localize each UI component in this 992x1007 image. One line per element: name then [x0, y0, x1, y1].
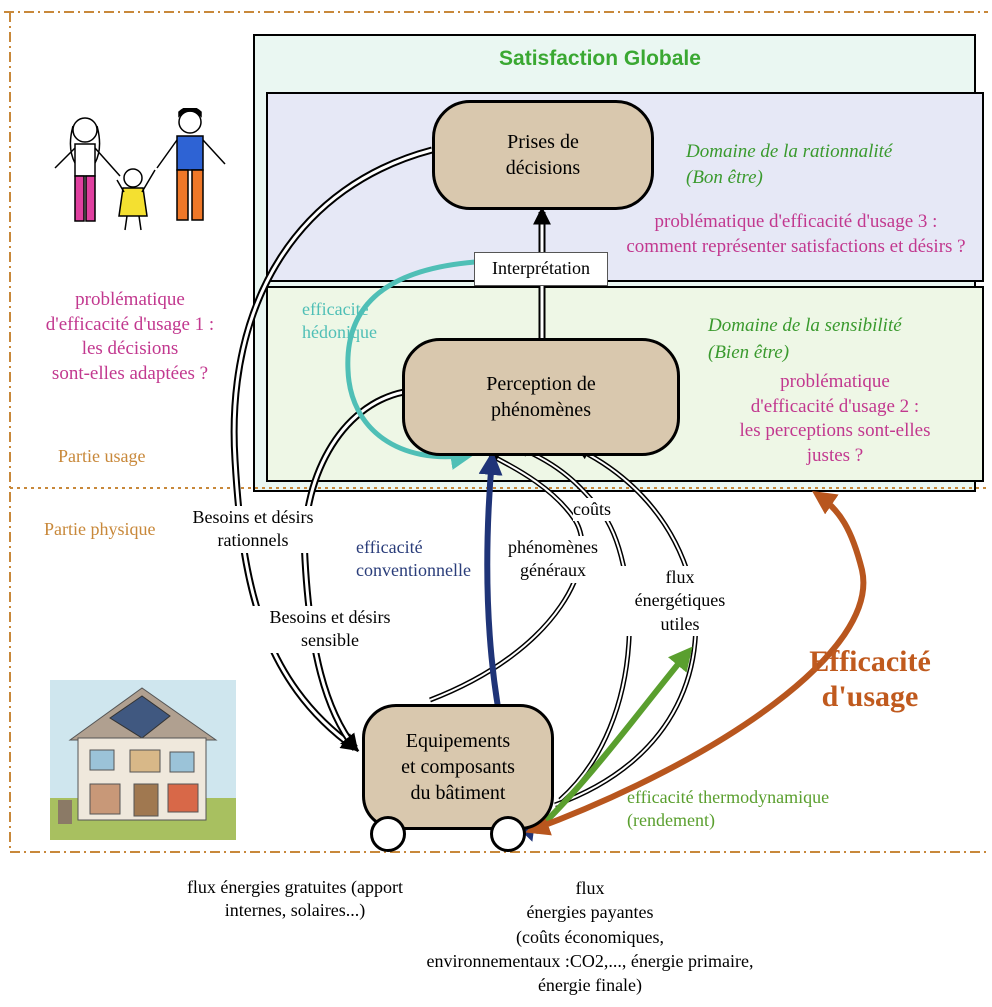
satisfaction-globale-title: Satisfaction Globale	[499, 47, 701, 70]
label-besoins-sensible: Besoins et désirs sensible	[245, 606, 415, 653]
wheel-right	[490, 816, 526, 852]
node-equipements: Equipements et composants du bâtiment	[362, 704, 554, 830]
label-efficacite-hedonique: efficacité hédonique	[302, 299, 377, 343]
problematique-2: problématique d'efficacité d'usage 2 : l…	[739, 371, 931, 467]
label-efficacite-thermodynamique: efficacité thermodynamique (rendement)	[627, 787, 830, 831]
domain-sensitivity-sub: (Bien être)	[708, 342, 790, 363]
label-couts: coûts	[573, 498, 611, 522]
node-perception-de-phenomenes: Perception de phénomènes	[402, 338, 680, 456]
house-illustration	[50, 680, 236, 840]
problematique-1: problématique d'efficacité d'usage 1 : l…	[45, 289, 215, 385]
arrow-efficacite-usage	[525, 490, 867, 836]
label-phenomenes-generaux: phénomènes généraux	[498, 536, 608, 583]
domain-rationality-name: Domaine de la rationnalité	[686, 141, 893, 162]
label-flux-energetiques-utiles: flux énergétiques utiles	[620, 566, 740, 637]
label-flux-energies-gratuites: flux énergies gratuites (apport internes…	[186, 877, 404, 921]
label-besoins-rationnels: Besoins et désirs rationnels	[168, 506, 338, 553]
partie-physique-label: Partie physique	[44, 519, 156, 539]
domain-rationality-sub: (Bon être)	[686, 167, 763, 188]
node-prises-de-decisions: Prises de décisions	[432, 100, 654, 210]
partie-usage-label: Partie usage	[58, 446, 146, 466]
problematique-3: problématique d'efficacité d'usage 3 : c…	[626, 211, 966, 257]
arrow-efficacite-hedonique	[345, 259, 476, 470]
outer-frame	[4, 11, 988, 853]
domain-sensitivity-name: Domaine de la sensibilité	[708, 315, 902, 336]
family-illustration	[54, 108, 226, 231]
wheel-left	[370, 816, 406, 852]
label-efficacite-usage: Efficacité d'usage	[809, 645, 931, 713]
label-flux-energies-payantes: flux énergies payantes (coûts économique…	[426, 878, 754, 996]
label-efficacite-conventionnelle: efficacité conventionnelle	[356, 537, 471, 581]
interpretation-label: Interprétation	[474, 252, 608, 286]
